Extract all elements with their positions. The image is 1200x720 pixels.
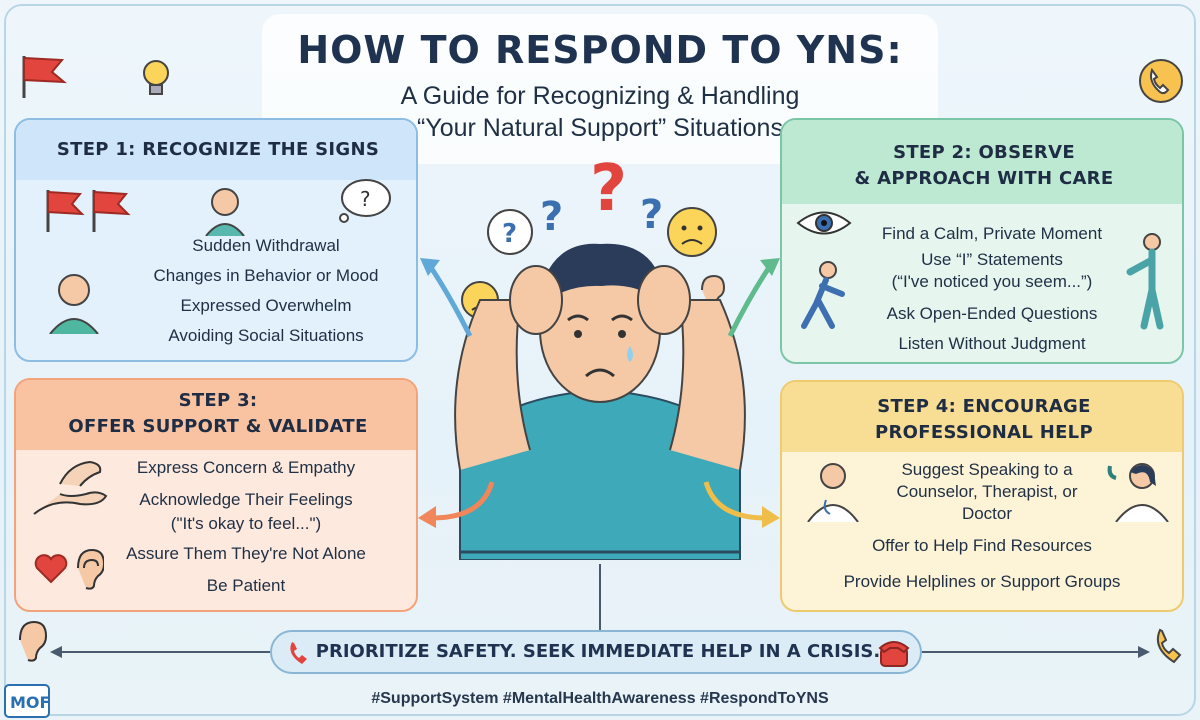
logo: MOF — [4, 684, 50, 718]
step3-item: Assure Them They're Not Alone — [126, 544, 366, 563]
svg-text:?: ? — [502, 219, 517, 249]
worried-face-icon — [667, 207, 717, 257]
arrow-to-step3 — [418, 481, 495, 528]
step1-item: Avoiding Social Situations — [168, 326, 364, 345]
step2-item: (“I've noticed you seem...”) — [891, 272, 1093, 291]
step4-heading: STEP 4: ENCOURAGE PROFESSIONAL HELP — [782, 382, 1182, 452]
helping-hands-icon — [33, 460, 108, 515]
sad-person-icon — [49, 274, 99, 334]
ear-icon — [19, 620, 48, 662]
step3-item: Express Concern & Empathy — [136, 458, 356, 477]
phone-icon — [1139, 59, 1183, 103]
connector-line — [50, 564, 1150, 658]
arrow-to-step2 — [727, 258, 780, 338]
page-subtitle-line2: “Your Natural Support” Situations — [417, 114, 783, 142]
svg-text:MOF: MOF — [10, 693, 50, 712]
step3-item: Be Patient — [206, 576, 286, 595]
step3-item: Acknowledge Their Feelings — [139, 490, 353, 509]
approaching-person-icon — [801, 261, 845, 329]
arrow-to-step4 — [703, 481, 780, 528]
step3-heading-line1: STEP 3: — [178, 390, 258, 411]
ear-icon — [77, 548, 104, 590]
step3-item: ("It's okay to feel...") — [170, 514, 322, 533]
step3-heading-line2: OFFER SUPPORT & VALIDATE — [68, 416, 368, 437]
step2-heading-line1: STEP 2: OBSERVE — [893, 142, 1075, 163]
doctor-icon — [807, 463, 859, 522]
telephone-icon — [878, 641, 910, 667]
step4-heading-line2: PROFESSIONAL HELP — [875, 422, 1093, 443]
step4-item: Doctor — [961, 504, 1013, 523]
arrow-to-step1 — [420, 258, 473, 338]
hashtags: #SupportSystem #MentalHealthAwareness #R… — [371, 690, 829, 707]
standing-person-icon — [1126, 233, 1164, 330]
flag-icon — [46, 190, 131, 232]
counselor-icon — [1107, 463, 1169, 522]
thought-bubble-question-icon: ? — [339, 179, 391, 223]
eye-icon — [796, 211, 852, 235]
step2-card: STEP 2: OBSERVE & APPROACH WITH CARE Fin… — [780, 118, 1184, 364]
step4-item: Counselor, Therapist, or — [896, 482, 1078, 501]
step2-heading-line2: & APPROACH WITH CARE — [854, 168, 1114, 189]
step4-card: STEP 4: ENCOURAGE PROFESSIONAL HELP Sugg… — [780, 380, 1184, 612]
flag-icon — [22, 56, 67, 98]
phone-icon — [290, 642, 307, 664]
question-bubble-icon — [487, 209, 533, 255]
step1-item: Sudden Withdrawal — [192, 236, 340, 255]
step4-item: Offer to Help Find Resources — [872, 536, 1092, 555]
page-title: HOW TO RESPOND TO YNS: — [297, 28, 903, 72]
step3-heading: STEP 3: OFFER SUPPORT & VALIDATE — [16, 380, 416, 450]
step2-item: Find a Calm, Private Moment — [881, 224, 1103, 243]
step3-card: STEP 3: OFFER SUPPORT & VALIDATE Express… — [14, 378, 418, 612]
step2-item: Listen Without Judgment — [898, 334, 1086, 353]
crisis-banner: PRIORITIZE SAFETY. SEEK IMMEDIATE HELP I… — [270, 630, 922, 674]
step1-heading: STEP 1: RECOGNIZE THE SIGNS — [16, 120, 416, 180]
step2-item: Ask Open-Ended Questions — [886, 304, 1098, 323]
question-icon: ? — [540, 194, 563, 240]
distressed-person-illustration: ? ? ? ? — [454, 152, 746, 560]
step2-heading: STEP 2: OBSERVE & APPROACH WITH CARE — [782, 120, 1182, 204]
phone-icon — [1156, 628, 1182, 664]
heart-icon — [34, 554, 68, 584]
question-icon: ? — [640, 192, 663, 238]
step1-item: Expressed Overwhelm — [180, 296, 352, 315]
step4-item: Suggest Speaking to a — [901, 460, 1073, 479]
step1-card: STEP 1: RECOGNIZE THE SIGNS ? Sudden Wit… — [14, 118, 418, 362]
step4-heading-line1: STEP 4: ENCOURAGE — [877, 396, 1091, 417]
step4-item: Provide Helplines or Support Groups — [843, 572, 1121, 591]
crisis-banner-text: PRIORITIZE SAFETY. SEEK IMMEDIATE HELP I… — [315, 641, 881, 662]
page-frame — [4, 4, 1196, 716]
stressed-person-icon — [205, 188, 245, 236]
question-icon: ? — [590, 152, 627, 226]
lightbulb-icon — [143, 60, 169, 95]
svg-text:?: ? — [360, 187, 371, 211]
step1-item: Changes in Behavior or Mood — [153, 266, 379, 285]
page-subtitle-line1: A Guide for Recognizing & Handling — [400, 82, 800, 110]
step2-item: Use “I” Statements — [921, 250, 1063, 269]
